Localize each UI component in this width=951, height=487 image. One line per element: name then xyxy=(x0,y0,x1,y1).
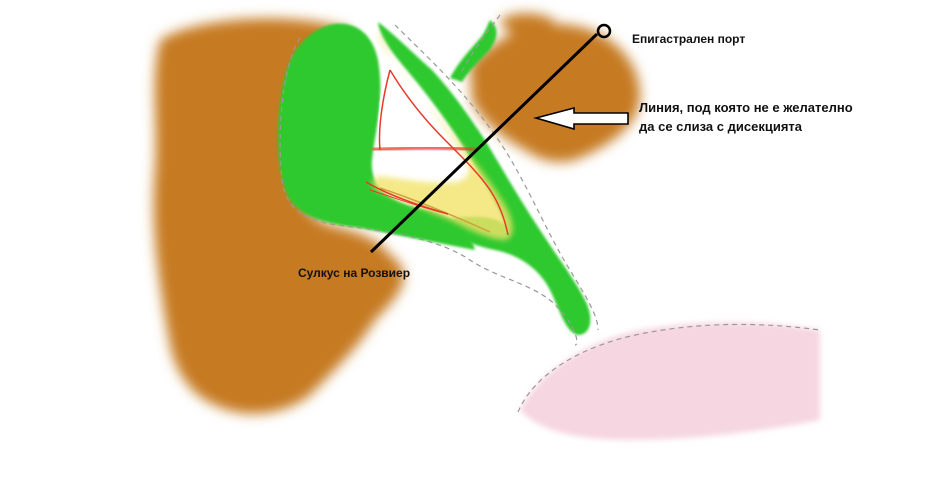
epigastric-port-marker xyxy=(598,25,610,37)
dissection-limit-label-line2: да се слиза с дисекцията xyxy=(639,117,802,136)
rouviere-sulcus-label: Сулкус на Розвиер xyxy=(298,264,410,283)
dissection-limit-label-line1: Линия, под която не е желателно xyxy=(639,98,853,117)
epigastric-port-label: Епигастрален порт xyxy=(632,30,745,49)
duodenum xyxy=(518,323,820,441)
